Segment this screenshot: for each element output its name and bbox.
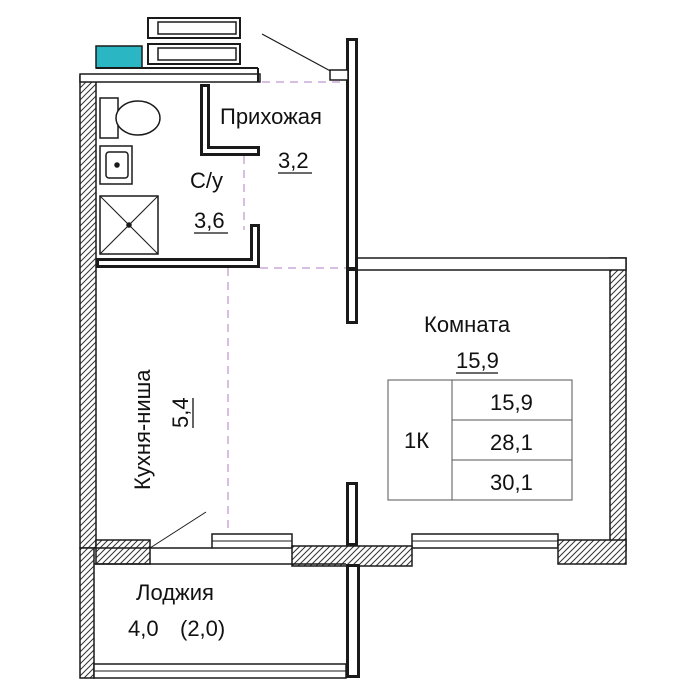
entry-door-jamb <box>329 69 349 81</box>
hallway-name: Прихожая <box>220 104 322 129</box>
wall-right <box>609 257 627 551</box>
balcony-door-swing <box>149 511 207 549</box>
loggia-name: Лоджия <box>136 580 214 605</box>
sink-icon <box>99 145 133 185</box>
outer-walls <box>79 73 627 551</box>
total-with-loggia-value: 30,1 <box>490 470 533 495</box>
kitchen-area: 5,4 <box>168 397 193 428</box>
wall-top-right <box>347 257 627 271</box>
wall-bottom-hatch-3 <box>557 539 627 565</box>
inner-wall-cores <box>99 41 355 543</box>
toilet-icon <box>99 97 161 139</box>
bathroom-name: С/у <box>190 168 223 193</box>
bottom-wall <box>95 511 627 567</box>
loggia-outline <box>79 547 360 679</box>
summary-table: 1К 15,9 28,1 30,1 <box>387 379 573 501</box>
ventilation-block <box>95 17 259 82</box>
shaft-accent <box>95 45 143 69</box>
wall-top-left <box>79 73 261 83</box>
living-area-value: 15,9 <box>490 390 533 415</box>
kitchen-name: Кухня-ниша <box>130 369 155 490</box>
wall-left <box>79 75 97 549</box>
entry-door-swing <box>261 33 337 75</box>
wall-bottom-hatch-1 <box>95 539 151 565</box>
room-area: 15,9 <box>456 348 499 373</box>
hallway-area: 3,2 <box>278 148 309 173</box>
room-name: Комната <box>424 312 511 337</box>
shower-icon <box>99 195 159 255</box>
total-area-value: 28,1 <box>490 430 533 455</box>
loggia-area: 4,0 <box>128 616 159 641</box>
wall-bottom-hatch-2 <box>291 545 413 567</box>
zone-borders <box>227 81 346 540</box>
apartment-type: 1К <box>404 428 429 453</box>
loggia-area-reduced: (2,0) <box>180 616 225 641</box>
bathroom-area: 3,6 <box>194 208 225 233</box>
